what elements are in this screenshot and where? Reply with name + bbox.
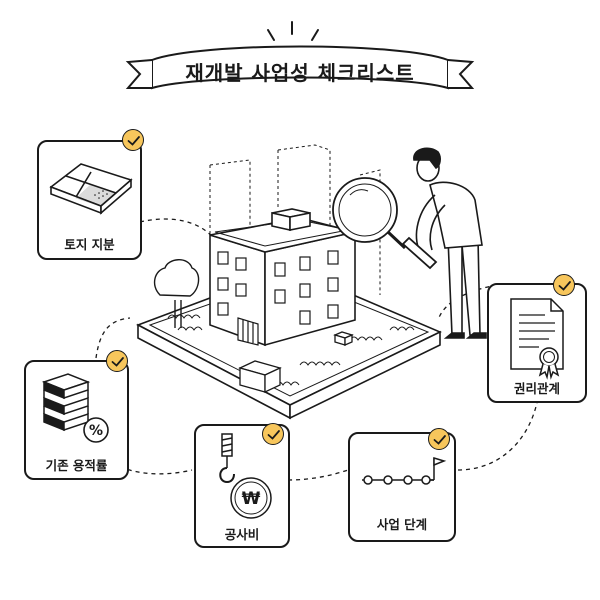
won-symbol: ₩	[242, 489, 261, 509]
connector-cost-stage	[287, 469, 349, 481]
checkmark-icon	[111, 357, 124, 367]
checkmark-icon	[433, 435, 446, 445]
certificate-document-icon	[510, 298, 564, 380]
connector-far	[95, 317, 131, 359]
card-label-project-stage: 사업 단계	[376, 517, 428, 532]
checkmark-icon	[558, 281, 571, 291]
building-entrance	[237, 317, 259, 346]
checkmark-icon	[127, 136, 140, 146]
spark-line	[267, 29, 275, 41]
card-label-floor-area-ratio: 기존 용적률	[45, 458, 108, 473]
title-banner	[125, 21, 475, 90]
card-label-land-share: 토지 지분	[64, 237, 115, 252]
magnifier-icon	[332, 177, 438, 270]
grass-patches	[167, 314, 415, 386]
page-title: 재개발 사업성 체크리스트	[185, 60, 415, 85]
connector-land	[139, 218, 216, 241]
check-badge-floor-area-ratio	[106, 350, 128, 372]
tree	[153, 259, 200, 328]
progress-flag-icon	[362, 456, 447, 485]
checkmark-icon	[267, 430, 280, 440]
check-badge-rights-relations	[553, 274, 575, 296]
inspector-person	[413, 147, 487, 339]
apartment-building	[209, 208, 356, 347]
land-grid-icon	[49, 163, 133, 215]
card-floor-area-ratio: % 기존 용적률	[24, 360, 129, 480]
percent-symbol: %	[89, 423, 103, 439]
stacked-layers-percent-icon: %	[41, 373, 109, 443]
connector-stage-rights	[457, 397, 539, 471]
building-windows-left	[217, 251, 247, 316]
card-label-rights-relations: 권리관계	[513, 381, 560, 396]
check-badge-project-stage	[428, 428, 450, 450]
building-windows-right	[274, 250, 339, 325]
check-badge-construction-cost	[262, 423, 284, 445]
card-rights-relations: 권리관계	[487, 283, 587, 403]
spark-line	[311, 29, 319, 41]
card-label-construction-cost: 공사비	[224, 527, 260, 542]
crane-hook-won-icon: ₩	[219, 433, 272, 519]
connector-rights	[437, 284, 498, 321]
check-badge-land-share	[122, 129, 144, 151]
ghost-towers	[209, 144, 381, 295]
card-project-stage: 사업 단계	[348, 432, 456, 542]
card-land-share: 토지 지분	[37, 140, 142, 260]
shed	[238, 331, 354, 394]
